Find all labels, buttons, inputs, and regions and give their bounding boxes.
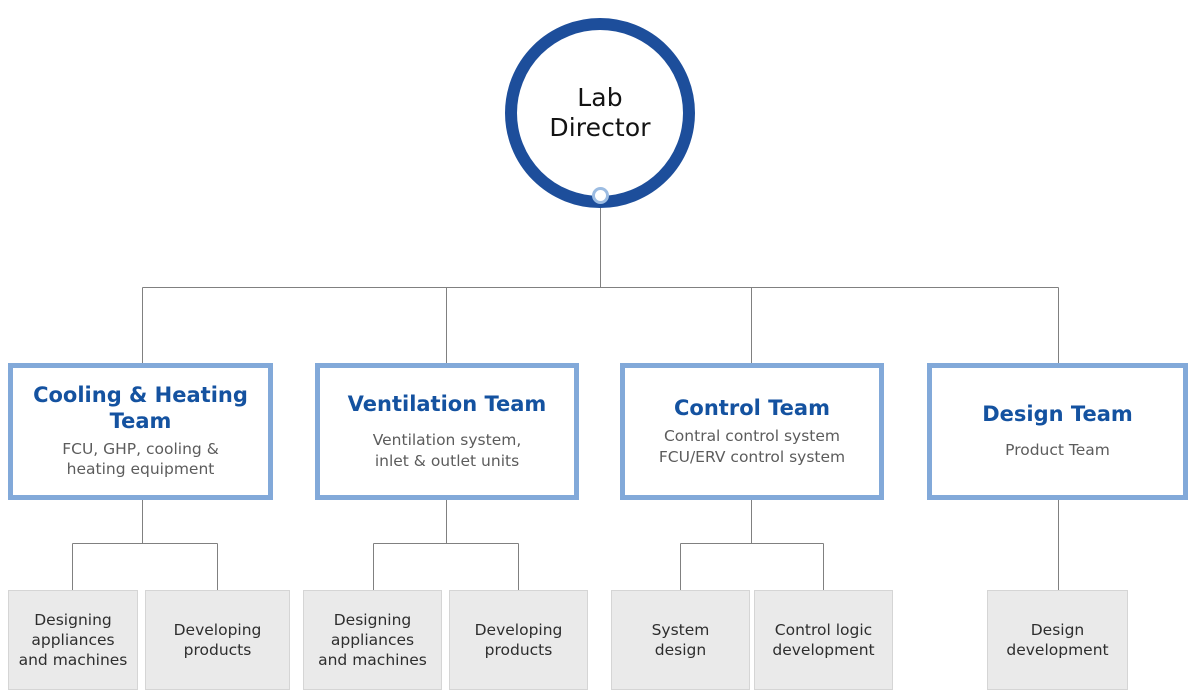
leaf-label: Developing products [475,620,563,660]
team-desc-line-2: heating equipment [66,460,215,479]
team-desc-line-1: Ventilation system, [372,431,522,450]
team-description: Ventilation system, inlet & outlet units [373,430,522,471]
leaf-line-1: System [651,620,710,639]
leaf-label: Developing products [174,620,262,660]
leaf-box[interactable]: Designing appliances and machines [8,590,138,690]
leaf-box[interactable]: Design development [987,590,1128,690]
leaf-line-1: Designing [333,610,412,629]
team-title: Design Team [982,402,1133,427]
leaf-line-1: Developing [474,620,563,639]
root-label-line-1: Lab [577,82,623,112]
leaf-box[interactable]: System design [611,590,750,690]
team-box-cooling-heating[interactable]: Cooling & Heating Team FCU, GHP, cooling… [8,363,273,500]
leaf-line-2: products [484,641,553,659]
leaf-label: Design development [1006,620,1108,660]
team-title: Cooling & Heating Team [33,383,248,433]
root-connector-dot [592,187,609,204]
leaf-line-1: Control logic [774,620,873,639]
leaf-line-2: appliances [31,630,115,649]
team-desc-line-1: FCU, GHP, cooling & [62,439,219,458]
team-title: Ventilation Team [347,391,547,416]
root-node-lab-director[interactable]: Lab Director [505,18,695,208]
leaf-box[interactable]: Designing appliances and machines [303,590,442,690]
team-desc-line-1: Product Team [1005,441,1110,460]
leaf-line-1: Developing [173,620,262,639]
leaf-box[interactable]: Control logic development [754,590,893,690]
team-desc-line-2: inlet & outlet units [374,451,520,470]
leaf-label: Designing appliances and machines [19,610,128,670]
leaf-box[interactable]: Developing products [145,590,290,690]
leaf-line-1: Design [1030,620,1085,639]
leaf-line-2: design [654,641,707,659]
leaf-line-1: Designing [34,610,112,629]
leaf-label: Designing appliances and machines [318,610,427,670]
team-box-design[interactable]: Design Team Product Team [927,363,1188,500]
leaf-line-3: and machines [18,651,128,670]
leaf-line-2: appliances [330,630,415,649]
leaf-box[interactable]: Developing products [449,590,588,690]
leaf-line-3: and machines [318,651,427,670]
team-box-ventilation[interactable]: Ventilation Team Ventilation system, inl… [315,363,579,500]
team-desc-line-2: FCU/ERV control system [658,447,846,466]
leaf-line-2: products [183,641,252,659]
root-label-line-2: Director [549,113,651,142]
team-description: FCU, GHP, cooling & heating equipment [62,439,219,480]
leaf-label: System design [652,620,710,660]
team-desc-line-1: Contral control system [663,427,840,446]
team-description: Contral control system FCU/ERV control s… [659,426,845,467]
team-box-control[interactable]: Control Team Contral control system FCU/… [620,363,884,500]
team-title: Control Team [674,395,830,420]
leaf-label: Control logic development [772,620,874,660]
root-node-label: Lab Director [549,83,650,144]
leaf-line-2: development [1006,641,1109,659]
leaf-line-2: development [772,641,875,659]
team-description: Product Team [1005,440,1110,460]
